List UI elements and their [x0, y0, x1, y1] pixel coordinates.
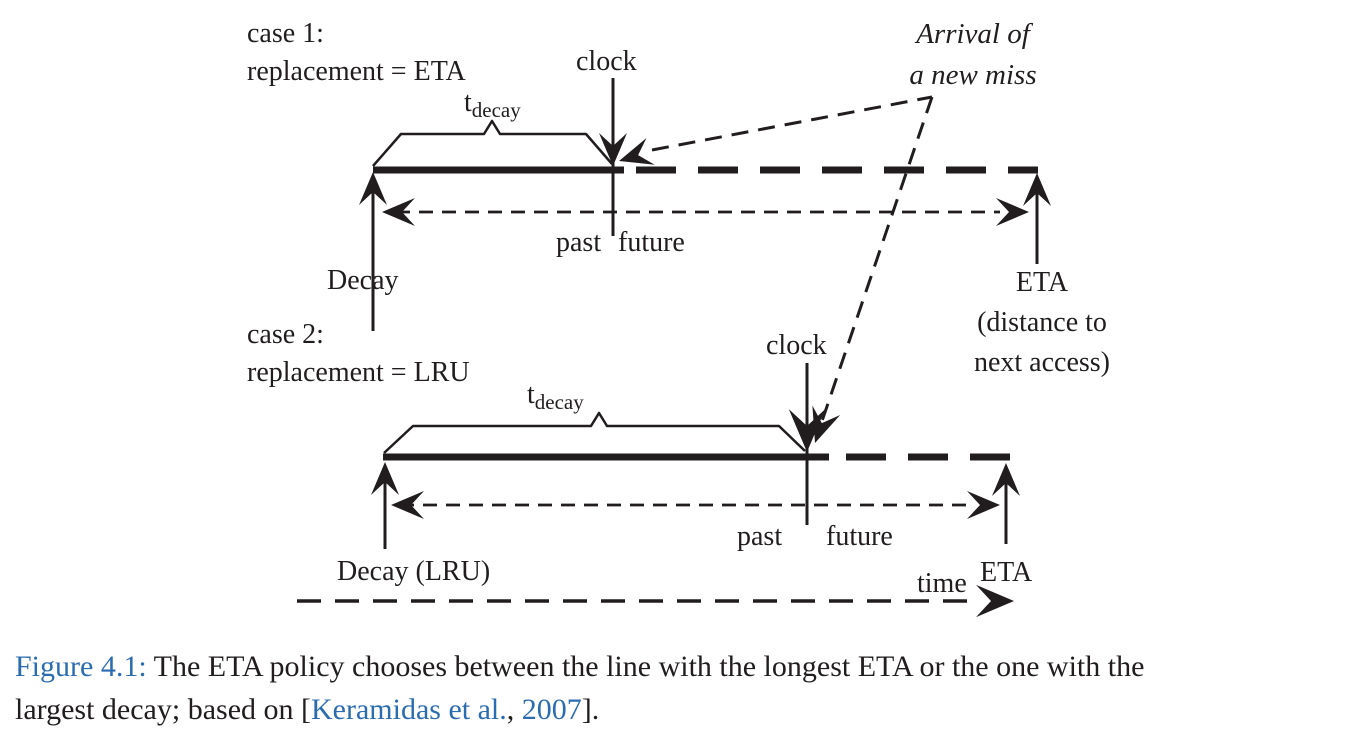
figure-caption-text-line1: The ETA policy chooses between the line … — [146, 650, 1145, 683]
case1-span-right-arrowhead — [996, 198, 1029, 226]
case1-title: case 1: replacement = ETA — [247, 15, 466, 91]
case1-span-left-arrowhead — [382, 198, 415, 226]
case2-clock-label: clock — [766, 330, 827, 361]
case2-tdecay-brace — [383, 411, 806, 454]
figure-caption-number: Figure 4.1: — [15, 650, 147, 683]
arrival-pointer-case2-arrowhead — [812, 405, 841, 443]
figure-caption-text-line2-prefix: largest decay; based on [ — [15, 693, 312, 726]
case1-t-subscript: decay — [471, 98, 521, 122]
case2-title: case 2: replacement = LRU — [247, 316, 470, 392]
case2-t-symbol: t — [527, 379, 535, 410]
arrival-note-line1: Arrival of — [916, 18, 1030, 50]
case2-decay-arrowhead — [371, 462, 399, 495]
case2-past-label: past — [737, 521, 783, 552]
citation-separator: , — [506, 693, 522, 726]
case2-future-label: future — [826, 521, 893, 552]
case1-eta-label-block: ETA (distance to next access) — [960, 263, 1124, 383]
case2-decay-label: Decay (LRU) — [337, 556, 491, 587]
arrival-pointer-case1-arrowhead — [619, 137, 655, 165]
case2-t-subscript: decay — [534, 390, 584, 414]
case1-tdecay-brace — [372, 119, 613, 167]
figure-caption: Figure 4.1: The ETA policy chooses betwe… — [15, 645, 1355, 731]
case1-eta-note-line1: (distance to — [977, 307, 1107, 338]
case2-title-line2: replacement = LRU — [247, 357, 470, 388]
citation-year-link[interactable]: 2007 — [521, 693, 582, 726]
time-axis-arrowhead — [976, 584, 1014, 618]
arrival-note: Arrival of a new miss — [888, 14, 1058, 96]
case1-t-symbol: t — [464, 87, 472, 118]
case2-span-left-arrowhead — [391, 491, 424, 519]
case1-past-label: past — [556, 227, 602, 258]
case1-title-line1: case 1: — [247, 18, 324, 49]
case2-eta-label: ETA — [980, 557, 1033, 588]
case1-eta-note-line2: next access) — [973, 347, 1111, 378]
case1-decay-label: Decay — [327, 265, 399, 296]
case1-decay-arrowhead — [359, 172, 387, 205]
case1-tdecay-label: tdecay — [464, 84, 521, 129]
case2-span-right-arrowhead — [967, 491, 1000, 519]
citation-authors-link[interactable]: Keramidas et al. — [311, 693, 507, 726]
case2-tdecay-label: tdecay — [527, 376, 584, 421]
case1-clock-arrowhead — [599, 133, 627, 166]
case1-future-label: future — [618, 227, 685, 258]
case1-eta-label: ETA — [1015, 267, 1069, 298]
case1-eta-arrowhead — [1023, 173, 1051, 206]
case1-clock-label: clock — [576, 46, 637, 77]
case2-eta-arrowhead — [992, 463, 1020, 496]
arrival-pointer-case1 — [651, 95, 933, 152]
case1-title-line2: replacement = ETA — [247, 56, 466, 87]
figure-caption-text-line2-suffix: ]. — [581, 693, 600, 726]
arrival-pointer-case2 — [818, 96, 934, 428]
case2-title-line1: case 2: — [247, 319, 324, 350]
time-axis-label: time — [917, 568, 967, 599]
arrival-note-line2: a new miss — [909, 59, 1037, 91]
